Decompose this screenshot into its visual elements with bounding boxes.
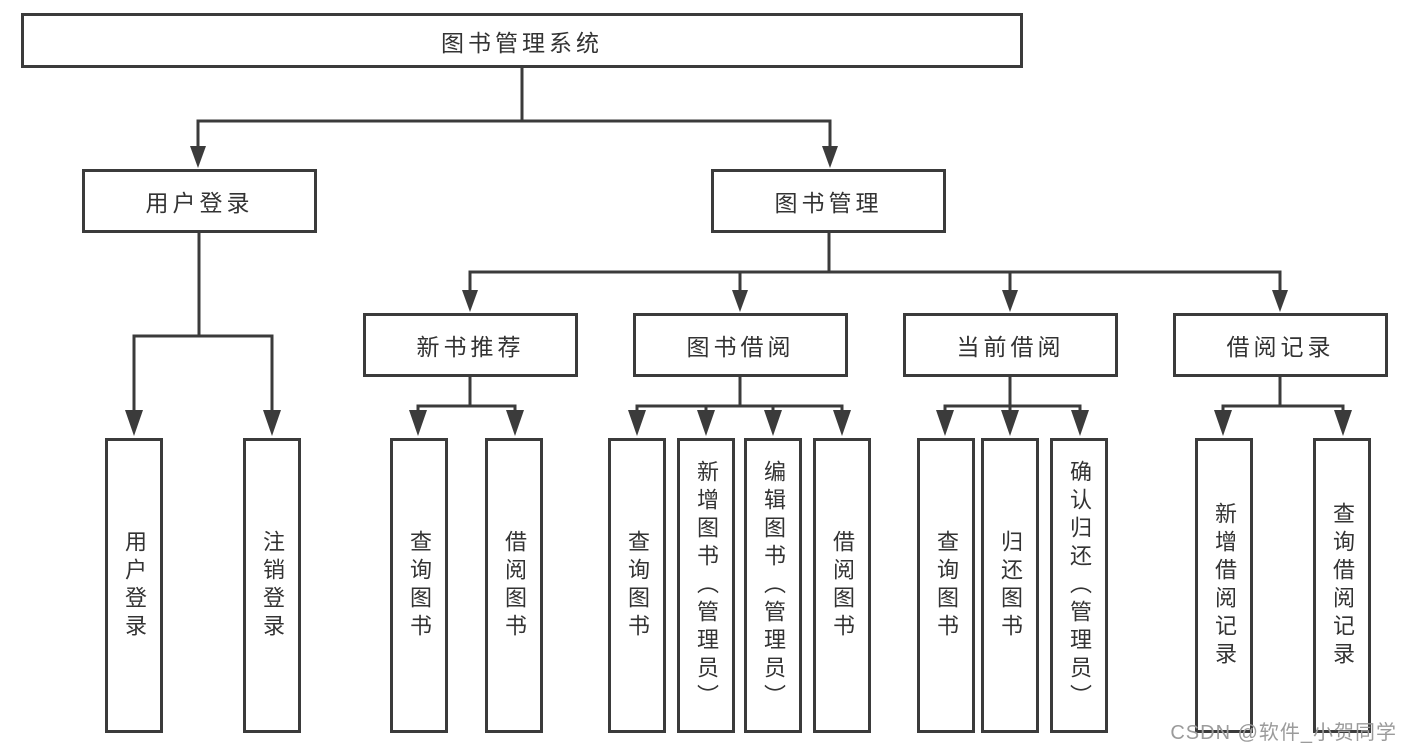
leaf-query-books-current: 查询图书: [917, 438, 975, 733]
leaf-query-books-borrow: 查询图书: [608, 438, 666, 733]
leaf-user-login: 用户登录: [105, 438, 163, 733]
leaf-confirm-return-admin: 确认归还（管理员）: [1050, 438, 1108, 733]
node-book-borrow: 图书借阅: [633, 313, 848, 377]
leaf-add-book-admin: 新增图书（管理员）: [677, 438, 735, 733]
node-user-login: 用户登录: [82, 169, 317, 233]
node-library-management-system: 图书管理系统: [21, 13, 1023, 68]
leaf-add-borrow-record: 新增借阅记录: [1195, 438, 1253, 733]
csdn-watermark: CSDN @软件_小贺同学: [1170, 722, 1397, 744]
leaf-borrow-books-recommend: 借阅图书: [485, 438, 543, 733]
node-new-book-recommend: 新书推荐: [363, 313, 578, 377]
leaf-logout: 注销登录: [243, 438, 301, 733]
node-current-borrow: 当前借阅: [903, 313, 1118, 377]
leaf-borrow-books: 借阅图书: [813, 438, 871, 733]
node-book-management: 图书管理: [711, 169, 946, 233]
node-borrow-records: 借阅记录: [1173, 313, 1388, 377]
leaf-query-books-recommend: 查询图书: [390, 438, 448, 733]
leaf-query-borrow-record: 查询借阅记录: [1313, 438, 1371, 733]
leaf-edit-book-admin: 编辑图书（管理员）: [744, 438, 802, 733]
leaf-return-book: 归还图书: [981, 438, 1039, 733]
